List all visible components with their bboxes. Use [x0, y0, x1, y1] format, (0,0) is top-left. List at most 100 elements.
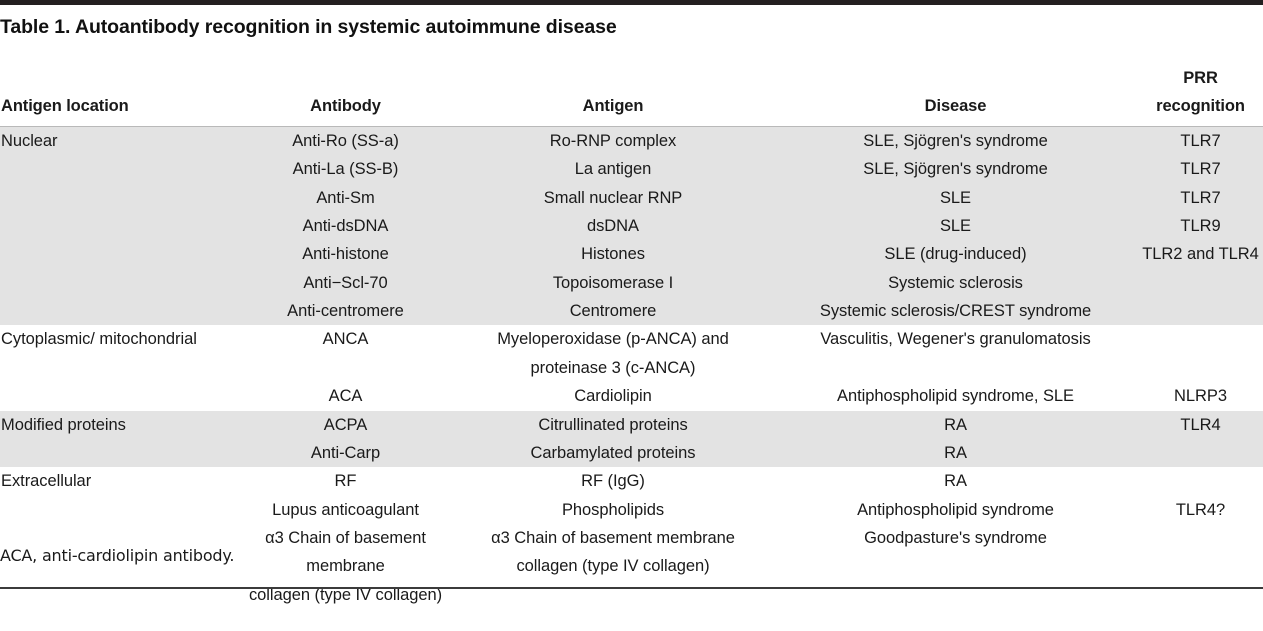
- cell-line: Modified proteins: [1, 415, 126, 434]
- cell-line: SLE, Sjögren's syndrome: [863, 131, 1048, 150]
- cell-antigen: dsDNA: [453, 211, 773, 241]
- cell-location: Nuclear: [0, 126, 238, 156]
- cell-line: proteinase 3 (c-ANCA): [530, 358, 696, 377]
- cell-location: [0, 268, 238, 297]
- table-row: Anti-histone Histones SLE (drug-induced) TL…: [0, 240, 1263, 269]
- cell-line: TLR4?: [1175, 500, 1226, 519]
- cell-antibody: Lupus anticoagulant: [238, 495, 453, 524]
- cell-antibody: α3 Chain of basement membrane collagen (t…: [238, 524, 453, 610]
- cell-antigen: Phospholipids: [453, 495, 773, 524]
- cell-line: Anti-Ro (SS-a): [292, 131, 399, 150]
- bottom-border-rule: [0, 587, 1263, 589]
- top-border-rule: [0, 0, 1263, 5]
- cell-line: Anti-dsDNA: [302, 216, 389, 235]
- table-row: Extracellular RF RF (IgG)RA: [0, 467, 1263, 496]
- table-row: Anti-Carp Carbamylated proteins RA: [0, 438, 1263, 468]
- cell-antibody: Anti-Carp: [238, 438, 453, 468]
- table-header: Antigen location Antibody Antigen Diseas…: [0, 64, 1263, 127]
- cell-line: TLR2 and TLR4: [1142, 245, 1259, 264]
- cell-line: Anti-Sm: [316, 188, 375, 207]
- cell-location: Modified proteins: [0, 410, 238, 439]
- table-row: Anti-dsDNA dsDNA SLE TLR9: [0, 211, 1263, 241]
- cell-line: SLE (drug-induced): [884, 245, 1027, 264]
- cell-line: Systemic sclerosis/CREST syndrome: [819, 302, 1092, 320]
- cell-line: SLE: [939, 216, 972, 235]
- cell-antigen: Cardiolipin: [453, 382, 773, 411]
- page-title: Table 1. Autoantibody recognition in sys…: [0, 16, 617, 38]
- cell-prr: [1138, 325, 1263, 383]
- column-header-antigen: Antigen: [453, 64, 773, 127]
- cell-disease: SLE: [773, 211, 1138, 241]
- cell-disease: RA: [773, 410, 1138, 439]
- cell-prr: TLR2 and TLR4: [1138, 240, 1263, 269]
- cell-location: Cytoplasmic/ mitochondrial: [0, 325, 238, 383]
- cell-disease: RA: [773, 467, 1138, 496]
- table-row: Anti-Sm Small nuclear RNP SLE TLR7: [0, 183, 1263, 212]
- table-row: α3 Chain of basement membrane collagen (t…: [0, 524, 1263, 610]
- column-header-disease: Disease: [773, 64, 1138, 127]
- cell-line: TLR4: [1180, 415, 1221, 434]
- cell-line: TLR9: [1180, 216, 1221, 235]
- cell-line: SLE, Sjögren's syndrome: [863, 160, 1048, 179]
- cell-line: Cytoplasmic/ mitochondrial: [1, 330, 197, 349]
- cell-line: Anti-histone: [302, 245, 389, 264]
- cell-line: TLR7: [1180, 160, 1221, 179]
- column-header-antigen-location: Antigen location: [0, 64, 238, 127]
- cell-line: α3 Chain of basement membrane: [265, 529, 426, 576]
- cell-antibody: RF: [238, 467, 453, 496]
- cell-antigen: Histones: [453, 240, 773, 269]
- cell-line: Topoisomerase I: [552, 273, 674, 292]
- table-footnote: ACA, anti-cardiolipin antibody.: [0, 546, 235, 565]
- cell-line: SLE: [939, 188, 972, 207]
- cell-line: Vasculitis, Wegener's granulomatosis: [820, 330, 1091, 349]
- cell-antibody: ANCA: [238, 325, 453, 383]
- cell-line: α3 Chain of basement membrane: [491, 529, 735, 547]
- column-header-prr-recognition: PRR recognition: [1138, 64, 1263, 127]
- cell-antibody: Anti-Ro (SS-a): [238, 126, 453, 156]
- cell-line: collagen (type IV collagen): [248, 585, 443, 604]
- cell-line: Small nuclear RNP: [543, 188, 683, 207]
- cell-line: Antiphospholipid syndrome: [857, 500, 1054, 519]
- cell-line: Anti-La (SS-B): [292, 160, 399, 179]
- cell-location: [0, 438, 238, 468]
- cell-line: NLRP3: [1174, 387, 1227, 406]
- cell-location: [0, 183, 238, 212]
- cell-line: dsDNA: [586, 216, 639, 235]
- cell-antigen: Citrullinated proteins: [453, 410, 773, 439]
- cell-line: Anti-Carp: [310, 443, 381, 462]
- cell-line: TLR7: [1180, 131, 1221, 150]
- column-header-antibody: Antibody: [238, 64, 453, 127]
- cell-prr: [1138, 438, 1263, 468]
- autoantibody-table: Antigen location Antibody Antigen Diseas…: [0, 64, 1263, 610]
- cell-disease: Antiphospholipid syndrome, SLE: [773, 382, 1138, 411]
- cell-line: Goodpasture's syndrome: [864, 529, 1047, 547]
- cell-line: RA: [944, 415, 967, 434]
- cell-antigen: RF (IgG): [453, 467, 773, 496]
- cell-line: Antiphospholipid syndrome, SLE: [837, 387, 1074, 406]
- cell-line: TLR7: [1180, 188, 1221, 207]
- cell-antigen: Centromere: [453, 297, 773, 326]
- cell-disease: SLE, Sjögren's syndrome: [773, 155, 1138, 184]
- cell-antibody: ACA: [238, 382, 453, 411]
- cell-disease: SLE (drug-induced): [773, 240, 1138, 269]
- cell-antigen: Carbamylated proteins: [453, 438, 773, 468]
- cell-location: [0, 524, 238, 610]
- cell-location: [0, 495, 238, 524]
- cell-antibody: Anti-centromere: [238, 297, 453, 326]
- cell-line: RA: [944, 443, 967, 462]
- cell-line: RF: [334, 472, 357, 491]
- cell-prr: [1138, 467, 1263, 496]
- cell-disease: RA: [773, 438, 1138, 468]
- cell-prr: TLR4?: [1138, 495, 1263, 524]
- cell-antibody: Anti−Scl-70: [238, 268, 453, 297]
- cell-prr: [1138, 524, 1263, 610]
- cell-location: Extracellular: [0, 467, 238, 496]
- cell-antibody: Anti-Sm: [238, 183, 453, 212]
